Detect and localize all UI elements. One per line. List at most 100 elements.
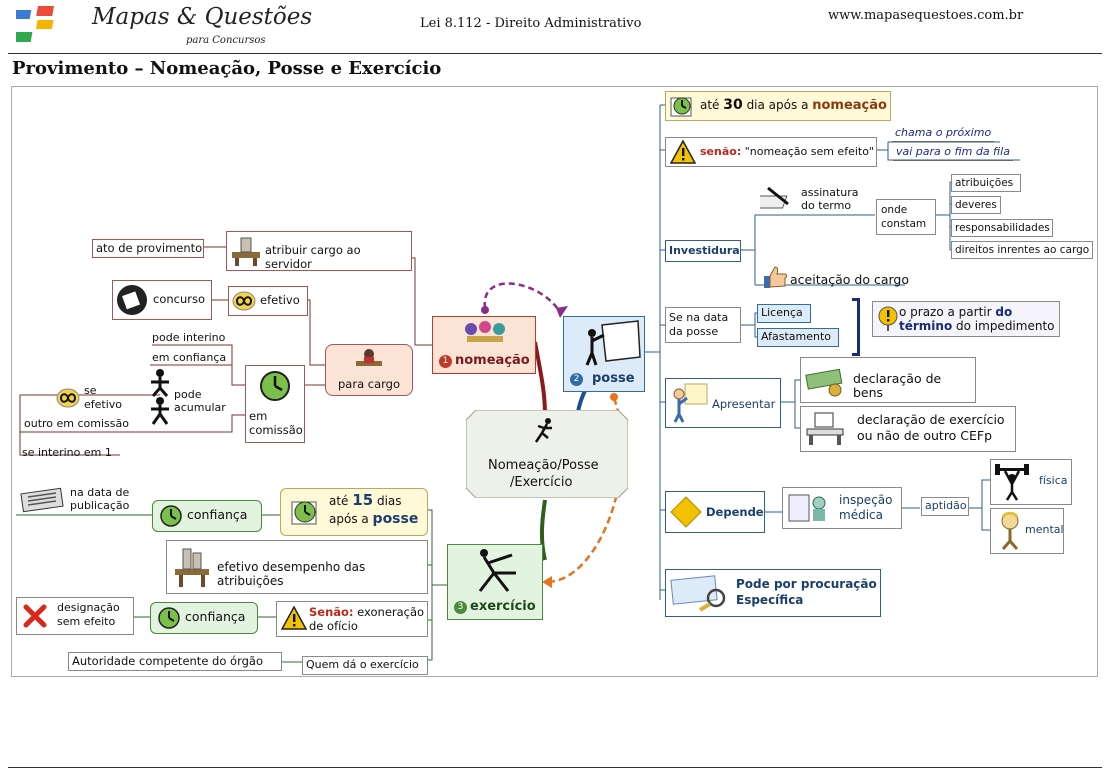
atribuir-label: atribuir cargo ao servidor xyxy=(265,243,361,271)
prazo-posse-pre: até xyxy=(700,98,724,112)
computer-desk-icon xyxy=(806,412,844,445)
se-efetivo-2: efetivo xyxy=(84,398,123,411)
onde-2: constam xyxy=(881,218,927,230)
confianca-box-2: confiança xyxy=(150,602,258,634)
se-interino-text: se interino em 1 xyxy=(22,446,112,459)
senao-quote: "nomeação sem efeito" xyxy=(741,145,874,158)
declaracao-bens-box: declaração de bens xyxy=(800,357,976,403)
warning-icon xyxy=(670,140,696,164)
desk-worker-icon xyxy=(175,548,209,587)
constam-atribuicoes: atribuições xyxy=(951,174,1021,192)
se-efetivo-1: se xyxy=(84,384,97,397)
acrobats-icon xyxy=(151,369,169,425)
aptidao-box: aptidão xyxy=(921,497,969,516)
depende-label: Depende xyxy=(706,505,764,519)
mental-label: mental xyxy=(1025,523,1064,536)
center-node[interactable]: Nomeação/Posse /Exercício xyxy=(466,410,628,498)
prazo-impedimento-box: o prazo a partir do término do impedimen… xyxy=(872,301,1060,337)
prazo-exercicio-box: até 15 dias após a posse xyxy=(280,488,428,536)
confianca-label-2: confiança xyxy=(185,609,246,624)
senao-exoneracao-box: Senão: exoneração de ofício xyxy=(276,601,428,637)
senao-ex-label: Senão: xyxy=(309,605,354,619)
fim-fila-text: vai para o fim da fila xyxy=(893,145,1013,161)
efetivo-box: efetivo xyxy=(228,286,308,316)
constam-responsabilidades-label: responsabilidades xyxy=(955,222,1050,234)
senao-exoneracao-2: de ofício xyxy=(309,619,358,633)
exercicio-label: exercício xyxy=(470,599,536,614)
inspecao-box: inspeção médica xyxy=(782,487,902,529)
calendar-clock-icon xyxy=(670,97,692,117)
procuracao-2: Específica xyxy=(736,593,804,607)
prazo-exercicio-1: até 15 dias xyxy=(329,491,402,509)
para-cargo-label: para cargo xyxy=(338,377,401,391)
designacao-1: designação xyxy=(57,601,120,614)
newspaper-icon xyxy=(20,487,64,513)
center-title-2: /Exercício xyxy=(510,475,573,490)
alert-pin-icon xyxy=(878,306,898,331)
constam-direitos-label: direitos inrentes ao cargo xyxy=(955,244,1090,256)
depende-box: Depende xyxy=(665,491,765,533)
concurso-label: concurso xyxy=(153,292,206,306)
prazo-partir-1a: o prazo a partir xyxy=(899,305,996,319)
na-data-1: na data de xyxy=(70,486,130,499)
clock-green-icon-2 xyxy=(158,607,180,629)
apresentar-label: Apresentar xyxy=(712,397,776,411)
prazo-partir-1b: do xyxy=(995,305,1013,319)
constam-atribuicoes-label: atribuições xyxy=(955,177,1014,189)
prazo-partir-2b: do impedimento xyxy=(952,319,1055,333)
logo-icon xyxy=(16,6,55,42)
declaracao-exercicio-2: ou não de outro CEFp xyxy=(857,428,993,443)
footer-divider xyxy=(8,767,1102,768)
exercicio-node[interactable]: 3 exercício xyxy=(447,544,543,620)
thinker-icon xyxy=(1001,511,1019,550)
senao-exoneracao-1: Senão: exoneração xyxy=(309,605,424,619)
prazo-impedimento-1: o prazo a partir do xyxy=(899,305,1012,319)
licenca-label: Licença xyxy=(761,306,803,319)
em-comissao-box: em comissão xyxy=(245,365,305,443)
se-na-data-1: Se na data xyxy=(669,311,729,324)
afastamento-box: Afastamento xyxy=(757,328,839,347)
licenca-box: Licença xyxy=(757,304,811,323)
constam-responsabilidades: responsabilidades xyxy=(951,219,1053,237)
presenter-icon xyxy=(585,320,641,366)
doctor-icon xyxy=(788,494,826,522)
declaracao-bens-label: declaração de bens xyxy=(853,371,942,400)
prazo-posse-text: até 30 dia após a nomeação xyxy=(700,98,887,113)
calendar-characters-icon xyxy=(465,321,505,342)
pode-acumular-1: pode xyxy=(174,388,202,401)
prazo-ex-1b: dias xyxy=(373,494,402,508)
aptidao-label: aptidão xyxy=(925,499,967,512)
na-data-2: publicação xyxy=(70,499,130,512)
prazo-ex-1a: até xyxy=(329,494,353,508)
clock-green-icon xyxy=(160,505,182,527)
runner-icon xyxy=(534,418,552,443)
exercicio-num-badge: 3 xyxy=(454,601,467,614)
constam-deveres-label: deveres xyxy=(955,199,997,211)
constam-deveres: deveres xyxy=(951,196,1001,214)
nomeacao-node[interactable]: 1 nomeação xyxy=(432,316,536,374)
afastamento-label: Afastamento xyxy=(761,330,832,343)
diagram-frame xyxy=(11,86,1098,677)
calendar-clock-icon-2 xyxy=(291,501,317,525)
declaracao-exercicio-box: declaração de exercício ou não de outro … xyxy=(800,406,1016,452)
procuracao-1: Pode por procuração xyxy=(736,577,877,591)
posse-node[interactable]: 2 posse xyxy=(563,316,645,392)
weightlifter-icon xyxy=(995,464,1029,501)
prazo-ex-2a: após a xyxy=(329,512,373,526)
se-na-data-box: Se na data da posse xyxy=(665,307,741,343)
senao-label: senão: xyxy=(700,145,742,158)
law-title: Lei 8.112 - Direito Administrativo xyxy=(420,16,642,31)
signature-icon xyxy=(760,186,789,209)
prazo-ex-word: posse xyxy=(372,511,419,527)
page-title: Provimento – Nomeação, Posse e Exercício xyxy=(12,58,442,79)
ato-provimento-box: ato de provimento xyxy=(92,239,204,258)
prazo-posse-box: até 30 dia após a nomeação xyxy=(665,91,891,121)
infinity-small-icon xyxy=(56,388,80,408)
red-x-icon xyxy=(23,604,47,628)
prazo-impedimento-2: término do impedimento xyxy=(899,319,1055,333)
chama-proximo-text: chama o próximo xyxy=(892,126,995,142)
em-comissao-1: em xyxy=(249,409,268,423)
prazo-ex-num: 15 xyxy=(352,491,374,509)
site-url[interactable]: www.mapasequestoes.com.br xyxy=(828,8,1024,23)
quem-da-label: Quem dá o exercício xyxy=(306,658,419,671)
